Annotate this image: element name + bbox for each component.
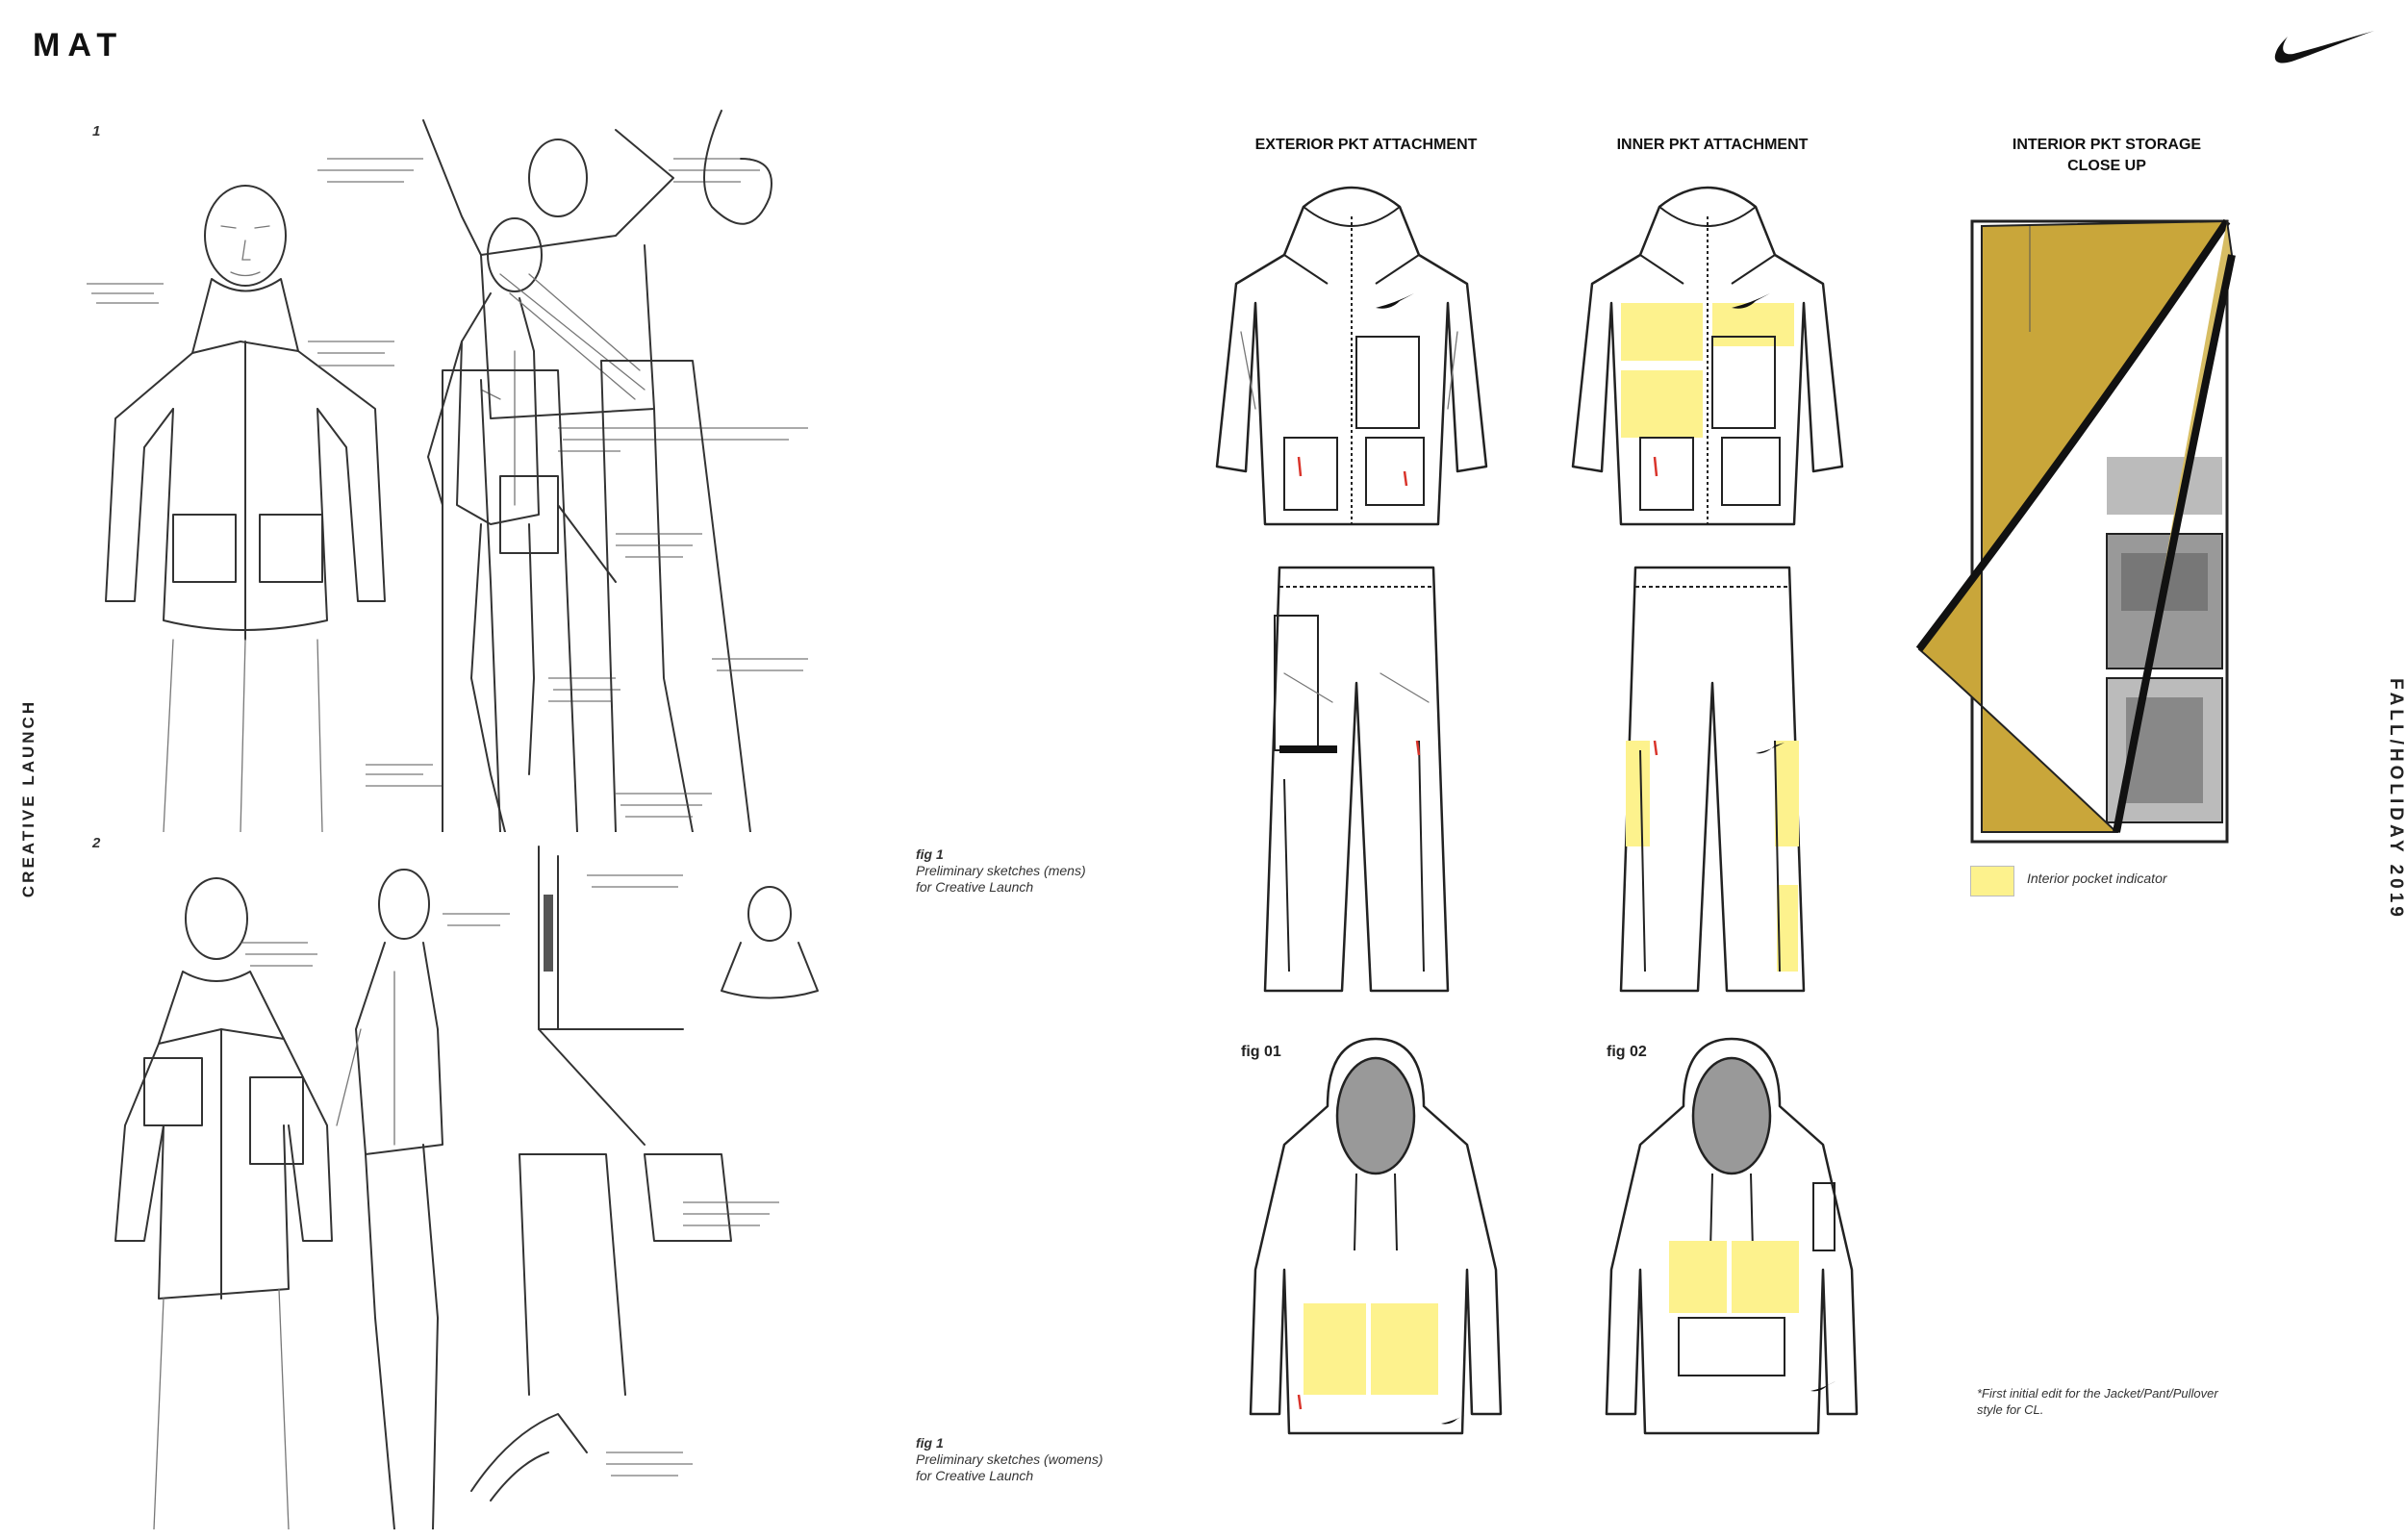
- mens-caption-text: Preliminary sketches (mens) for Creative…: [916, 863, 1086, 895]
- inner-jacket-flat: [1571, 186, 1844, 526]
- storage-title: INTERIOR PKT STORAGE CLOSE UP: [2012, 137, 2202, 174]
- mens-caption: fig 1 Preliminary sketches (mens) for Cr…: [916, 846, 1086, 896]
- fig01-label: fig 01: [1241, 1044, 1281, 1060]
- womens-caption-text: Preliminary sketches (womens) for Creati…: [916, 1452, 1103, 1483]
- mens-sketch-illustration: [87, 110, 808, 832]
- footnote: *First initial edit for the Jacket/Pant/…: [1977, 1386, 2218, 1417]
- inner-pants-flat: [1619, 566, 1806, 993]
- exterior-jacket-flat: [1215, 186, 1488, 526]
- section-number-2: 2: [92, 835, 101, 851]
- brand-title: MAT: [33, 27, 125, 63]
- creative-launch-label: CREATIVE LAUNCH: [19, 698, 38, 898]
- inner-pkt-title: INNER PKT ATTACHMENT: [1616, 137, 1809, 153]
- swoosh-logo: [2274, 31, 2374, 63]
- pullover-fig01-flat: [1249, 1037, 1503, 1435]
- womens-caption-fig: fig 1: [916, 1435, 944, 1451]
- pullover-fig02-flat: [1605, 1037, 1859, 1435]
- fig02-label: fig 02: [1607, 1044, 1647, 1060]
- womens-caption: fig 1 Preliminary sketches (womens) for …: [916, 1435, 1103, 1484]
- legend-label: Interior pocket indicator: [2027, 871, 2167, 886]
- exterior-pants-flat: [1263, 566, 1450, 993]
- legend-swatch: [1970, 866, 2014, 896]
- mens-caption-fig: fig 1: [916, 846, 944, 862]
- womens-sketch-illustration: [114, 846, 819, 1529]
- interior-storage-closeup: [1915, 218, 2236, 844]
- section-number-1: 1: [92, 123, 101, 139]
- exterior-pkt-title: EXTERIOR PKT ATTACHMENT: [1254, 137, 1478, 153]
- season-label: FALL/HOLIDAY 2019: [2386, 678, 2405, 921]
